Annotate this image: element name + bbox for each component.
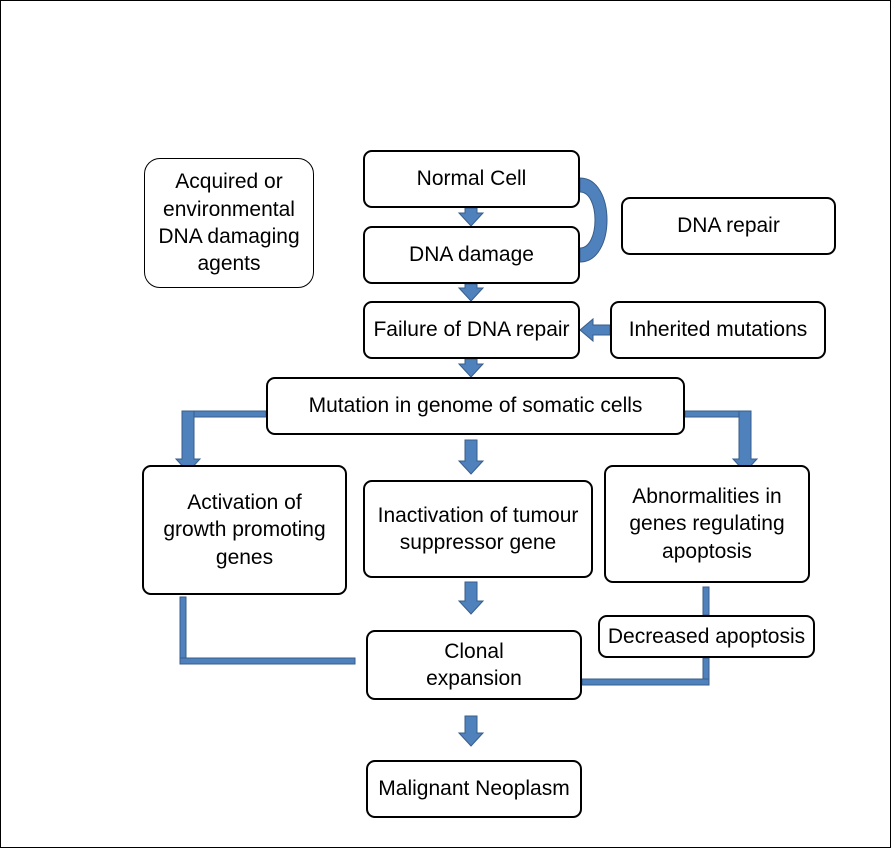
arrow-mutation-to-inactivation	[457, 439, 485, 475]
connector-activation-vertical	[179, 596, 187, 664]
arrow-inherited-to-failure	[579, 317, 611, 343]
node-decreased-apoptosis: Decreased apoptosis	[598, 615, 815, 658]
arrow-failure-to-mutation	[457, 358, 485, 378]
arrow-damage-to-failure	[457, 283, 485, 302]
connector-mutation-left-branch	[181, 410, 267, 418]
node-mutation-in-genome: Mutation in genome of somatic cells	[266, 377, 685, 435]
node-normal-cell: Normal Cell	[363, 150, 580, 208]
arrow-clonal-to-neoplasm	[457, 715, 485, 747]
connector-activation-to-clonal	[179, 657, 356, 665]
node-malignant-neoplasm: Malignant Neoplasm	[366, 760, 582, 818]
connector-decreased-to-clonal	[581, 678, 710, 686]
node-dna-repair: DNA repair	[621, 197, 836, 255]
node-dna-damage: DNA damage	[363, 226, 580, 284]
node-dna-repair-label: DNA repair	[677, 214, 780, 238]
node-normal-cell-label: Normal Cell	[416, 167, 527, 191]
connector-dna-repair-loop	[579, 177, 608, 263]
node-dna-damage-label: DNA damage	[409, 243, 534, 267]
node-inherited-mutations: Inherited mutations	[610, 301, 826, 359]
arrow-mutation-to-abnormalities	[731, 410, 759, 473]
arrow-mutation-to-activation	[174, 410, 202, 473]
arrow-inactivation-to-clonal	[457, 581, 485, 615]
node-decreased-apoptosis-label: Decreased apoptosis	[607, 624, 806, 648]
node-inherited-mutations-label: Inherited mutations	[628, 318, 808, 342]
node-failure-of-dna-repair: Failure of DNA repair	[363, 301, 580, 359]
node-malignant-neoplasm-label: Malignant Neoplasm	[378, 777, 570, 801]
connector-abnormalities-to-decreased	[702, 586, 710, 616]
arrow-normal-to-damage	[457, 207, 485, 227]
node-failure-of-dna-repair-label: Failure of DNA repair	[373, 318, 570, 342]
node-mutation-in-genome-label: Mutation in genome of somatic cells	[308, 394, 643, 418]
